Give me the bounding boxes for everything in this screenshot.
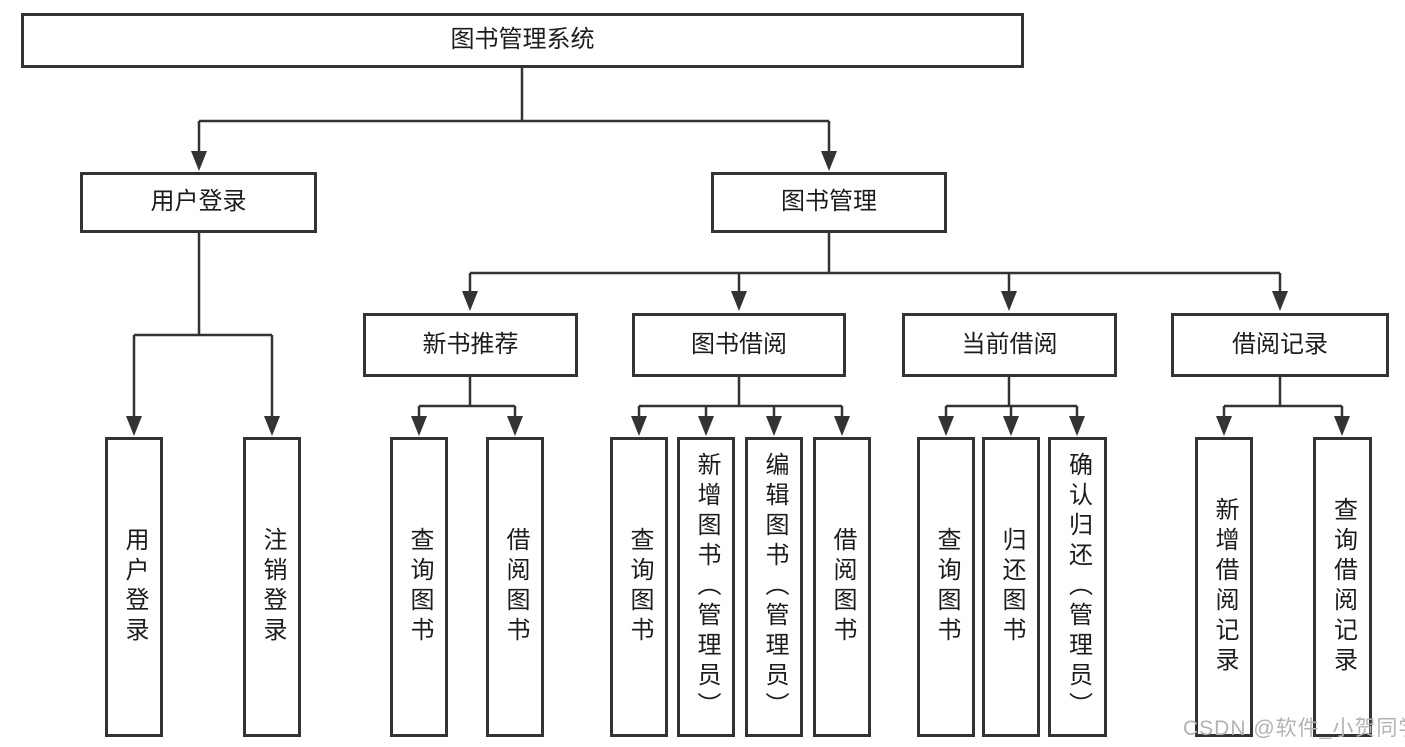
node-label: 注销登录 — [259, 527, 286, 647]
node-user-login-module: 用户登录 — [80, 172, 317, 233]
node-label: 图书借阅 — [691, 330, 787, 358]
leaf-query-borrow-record: 查询借阅记录 — [1313, 437, 1372, 737]
node-label: 图书管理系统 — [450, 26, 595, 54]
node-label: 查询图书 — [933, 527, 960, 647]
leaf-add-borrow-record: 新增借阅记录 — [1195, 437, 1253, 737]
node-label: 编辑图书（管理员） — [761, 452, 788, 722]
leaf-query-books-recommend: 查询图书 — [390, 437, 448, 737]
leaf-logout: 注销登录 — [243, 437, 301, 737]
node-label: 确认归还（管理员） — [1064, 452, 1092, 722]
node-label: 查询借阅记录 — [1329, 497, 1357, 677]
node-library-management-system: 图书管理系统 — [21, 13, 1024, 68]
leaf-query-books-borrow: 查询图书 — [610, 437, 668, 737]
leaf-add-book-admin: 新增图书（管理员） — [677, 437, 735, 737]
leaf-borrow-books-recommend: 借阅图书 — [486, 437, 544, 737]
csdn-watermark: CSDN @软件_小贺同学 — [1183, 717, 1405, 740]
node-label: 归还图书 — [998, 527, 1025, 647]
leaf-borrow-books: 借阅图书 — [813, 437, 871, 737]
node-book-management-module: 图书管理 — [711, 172, 947, 233]
leaf-query-books-current: 查询图书 — [917, 437, 975, 737]
node-new-book-recommend: 新书推荐 — [363, 313, 578, 377]
node-label: 借阅图书 — [502, 527, 529, 647]
node-label: 用户登录 — [121, 527, 148, 647]
node-label: 新增借阅记录 — [1211, 497, 1238, 677]
node-label: 用户登录 — [150, 188, 247, 216]
leaf-user-login: 用户登录 — [105, 437, 163, 737]
leaf-confirm-return-admin: 确认归还（管理员） — [1048, 437, 1107, 737]
node-book-borrow: 图书借阅 — [632, 313, 846, 377]
node-label: 借阅图书 — [829, 527, 856, 647]
leaf-return-book: 归还图书 — [982, 437, 1040, 737]
node-label: 查询图书 — [626, 527, 653, 647]
leaf-edit-book-admin: 编辑图书（管理员） — [745, 437, 803, 737]
node-current-borrow: 当前借阅 — [902, 313, 1117, 377]
node-label: 查询图书 — [406, 527, 433, 647]
node-label: 借阅记录 — [1232, 330, 1328, 358]
node-label: 图书管理 — [781, 188, 877, 216]
node-label: 新增图书（管理员） — [693, 452, 720, 722]
node-borrow-records: 借阅记录 — [1171, 313, 1389, 377]
node-label: 当前借阅 — [961, 330, 1058, 358]
node-label: 新书推荐 — [422, 330, 519, 358]
